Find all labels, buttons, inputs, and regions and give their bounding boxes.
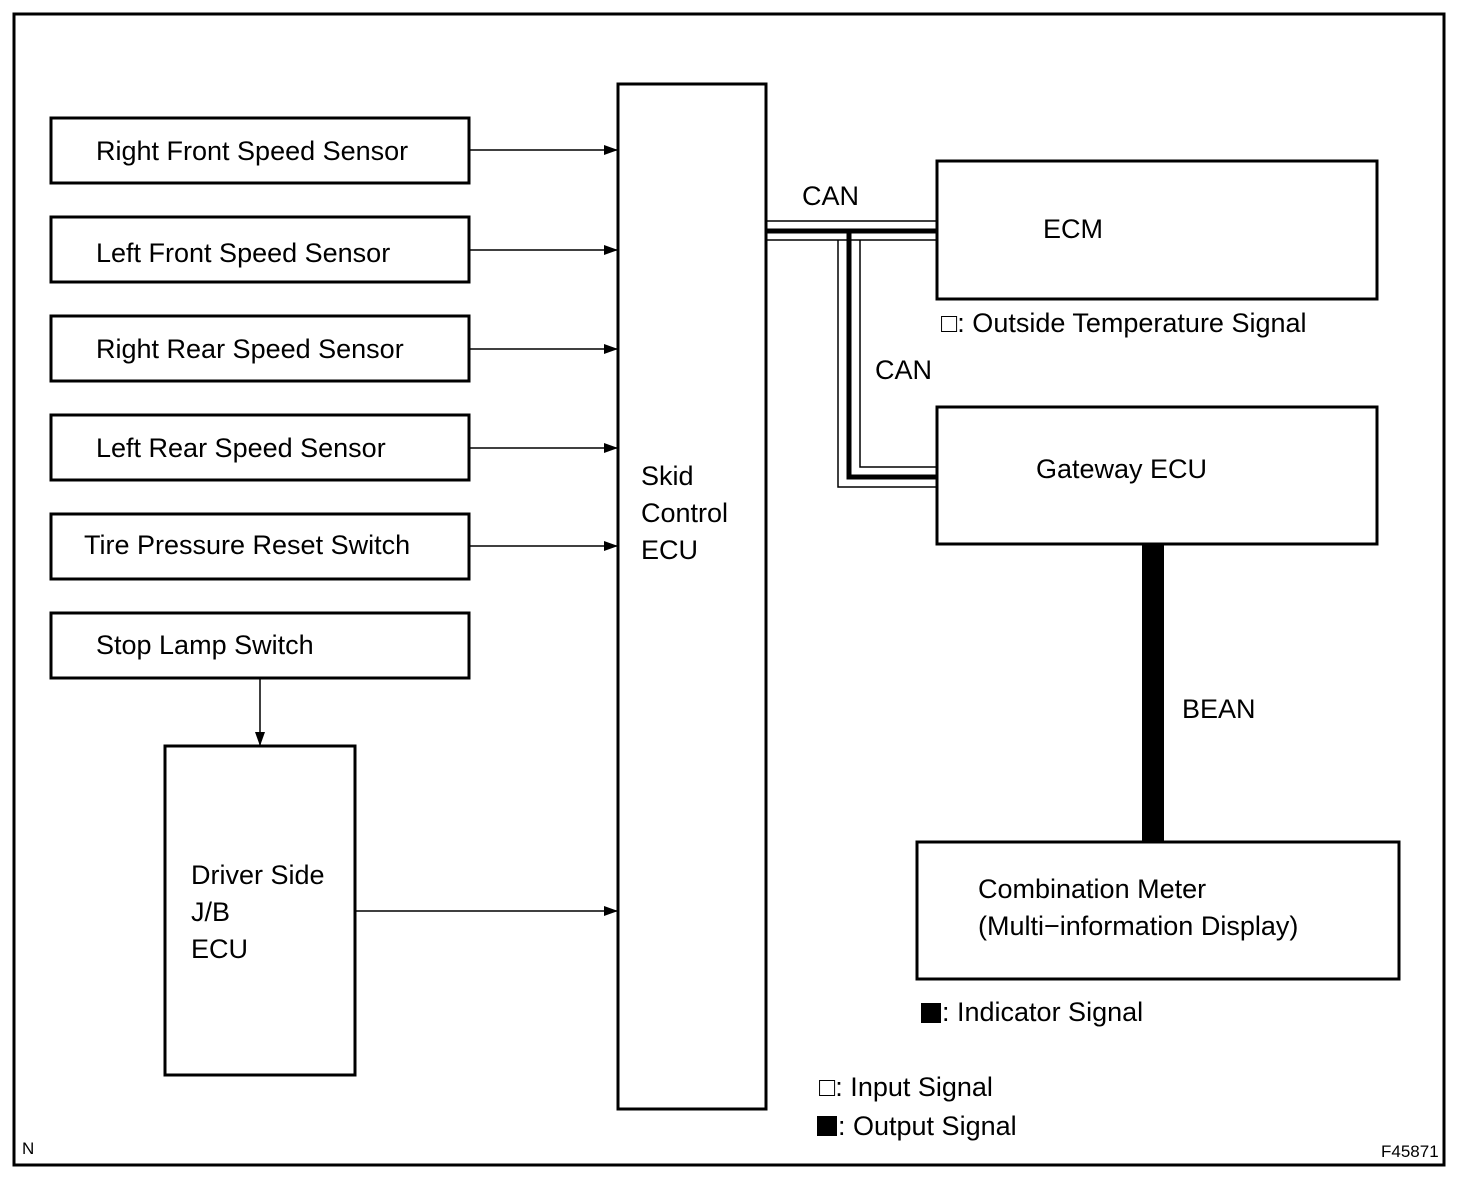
can-label-mid: CAN bbox=[875, 355, 932, 385]
gateway-ecu-label: Gateway ECU bbox=[1036, 454, 1207, 484]
bean-label: BEAN bbox=[1182, 694, 1256, 724]
can-bus-to-gateway bbox=[837, 231, 937, 488]
right-front-speed-sensor-box bbox=[49, 116, 471, 185]
legend-output-label: : Output Signal bbox=[838, 1111, 1017, 1141]
legend-output-square bbox=[817, 1116, 837, 1136]
indicator-signal-label: : Indicator Signal bbox=[942, 997, 1143, 1027]
combination-meter-box bbox=[915, 840, 1401, 981]
stop-lamp-switch-box bbox=[49, 611, 471, 680]
skid-ecu-line-1: Skid bbox=[641, 461, 694, 491]
tire-pressure-reset-switch-box bbox=[49, 512, 471, 581]
stop-lamp-switch-label: Stop Lamp Switch bbox=[96, 630, 314, 660]
meter-line-2: (Multi−information Display) bbox=[978, 911, 1298, 941]
meter-line-1: Combination Meter bbox=[978, 874, 1206, 904]
skid-ecu-line-2: Control bbox=[641, 498, 728, 528]
bean-bus bbox=[1142, 544, 1164, 842]
skid-control-ecu-box bbox=[616, 82, 768, 1111]
left-front-speed-sensor-label: Left Front Speed Sensor bbox=[96, 238, 390, 268]
ecm-signal-label: □: Outside Temperature Signal bbox=[941, 308, 1307, 338]
right-front-speed-sensor-label: Right Front Speed Sensor bbox=[96, 136, 408, 166]
can-label-top: CAN bbox=[802, 181, 859, 211]
left-rear-speed-sensor-label: Left Rear Speed Sensor bbox=[96, 433, 386, 463]
driver-side-jb-ecu-box bbox=[163, 744, 357, 1077]
right-rear-speed-sensor-label: Right Rear Speed Sensor bbox=[96, 334, 404, 364]
driver-jb-line-3: ECU bbox=[191, 934, 248, 964]
ecm-box bbox=[935, 159, 1379, 301]
left-rear-speed-sensor-box bbox=[49, 413, 471, 482]
ecm-label: ECM bbox=[1043, 214, 1103, 244]
indicator-signal-square bbox=[921, 1003, 941, 1023]
driver-jb-line-2: J/B bbox=[191, 897, 230, 927]
legend-input-label: □: Input Signal bbox=[819, 1072, 993, 1102]
driver-jb-line-1: Driver Side bbox=[191, 860, 325, 890]
outer-frame bbox=[12, 12, 1446, 1167]
skid-ecu-line-3: ECU bbox=[641, 535, 698, 565]
left-front-speed-sensor-box bbox=[49, 215, 471, 284]
tire-pressure-reset-switch-label: Tire Pressure Reset Switch bbox=[84, 530, 410, 560]
corner-label-n: N bbox=[22, 1139, 34, 1158]
figure-code: F45871 bbox=[1381, 1142, 1439, 1161]
